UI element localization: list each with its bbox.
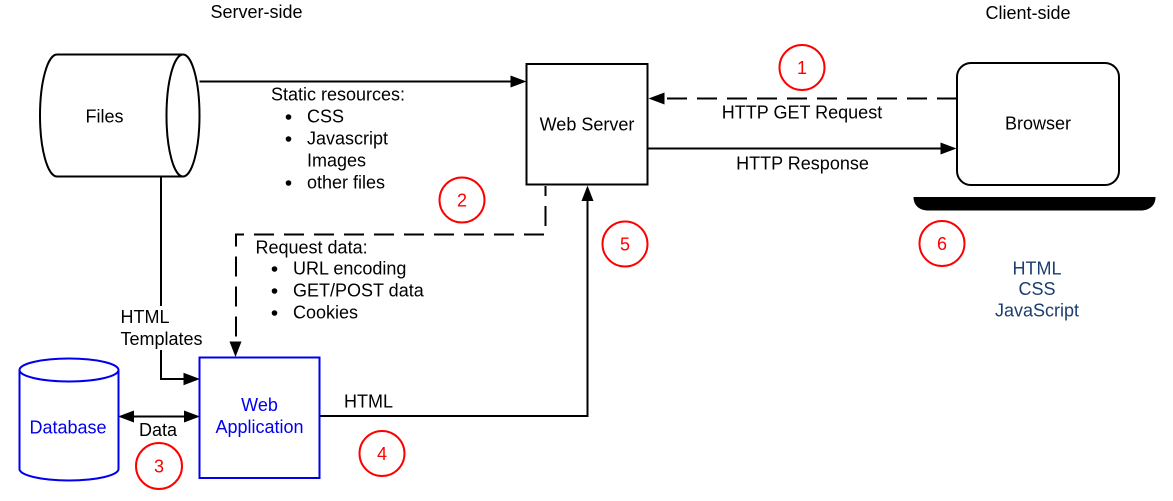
svg-text:CSS: CSS bbox=[307, 107, 344, 127]
svg-text:JavaScript: JavaScript bbox=[995, 301, 1079, 321]
svg-text:GET/POST data: GET/POST data bbox=[293, 281, 425, 301]
svg-text:HTML: HTML bbox=[121, 307, 170, 327]
svg-text:Files: Files bbox=[85, 107, 123, 127]
svg-text:Data: Data bbox=[139, 420, 178, 440]
svg-text:URL encoding: URL encoding bbox=[293, 259, 406, 279]
svg-text:Database: Database bbox=[29, 418, 106, 438]
svg-text:3: 3 bbox=[154, 457, 164, 477]
svg-text:Browser: Browser bbox=[1005, 114, 1071, 134]
svg-text:Templates: Templates bbox=[121, 329, 203, 349]
svg-text:Client-side: Client-side bbox=[985, 3, 1070, 23]
svg-text:Server-side: Server-side bbox=[210, 2, 302, 22]
svg-text:1: 1 bbox=[797, 58, 807, 78]
svg-text:Static resources:: Static resources: bbox=[271, 85, 405, 105]
svg-text:5: 5 bbox=[620, 235, 630, 255]
svg-text:HTML: HTML bbox=[1013, 259, 1062, 279]
svg-text:CSS: CSS bbox=[1018, 279, 1055, 299]
svg-text:Javascript: Javascript bbox=[307, 129, 388, 149]
svg-text:Web: Web bbox=[241, 395, 278, 415]
svg-text:6: 6 bbox=[937, 234, 947, 254]
svg-text:other files: other files bbox=[307, 173, 385, 193]
svg-text:HTML: HTML bbox=[344, 392, 393, 412]
svg-text:HTTP Response: HTTP Response bbox=[736, 154, 869, 174]
svg-text:HTTP GET Request: HTTP GET Request bbox=[722, 103, 882, 123]
svg-text:2: 2 bbox=[457, 191, 467, 211]
svg-text:Application: Application bbox=[215, 417, 303, 437]
svg-text:Images: Images bbox=[307, 151, 366, 171]
svg-text:Request data:: Request data: bbox=[256, 238, 368, 258]
svg-text:Web Server: Web Server bbox=[540, 115, 635, 135]
svg-text:Cookies: Cookies bbox=[293, 303, 358, 323]
svg-text:4: 4 bbox=[377, 444, 387, 464]
